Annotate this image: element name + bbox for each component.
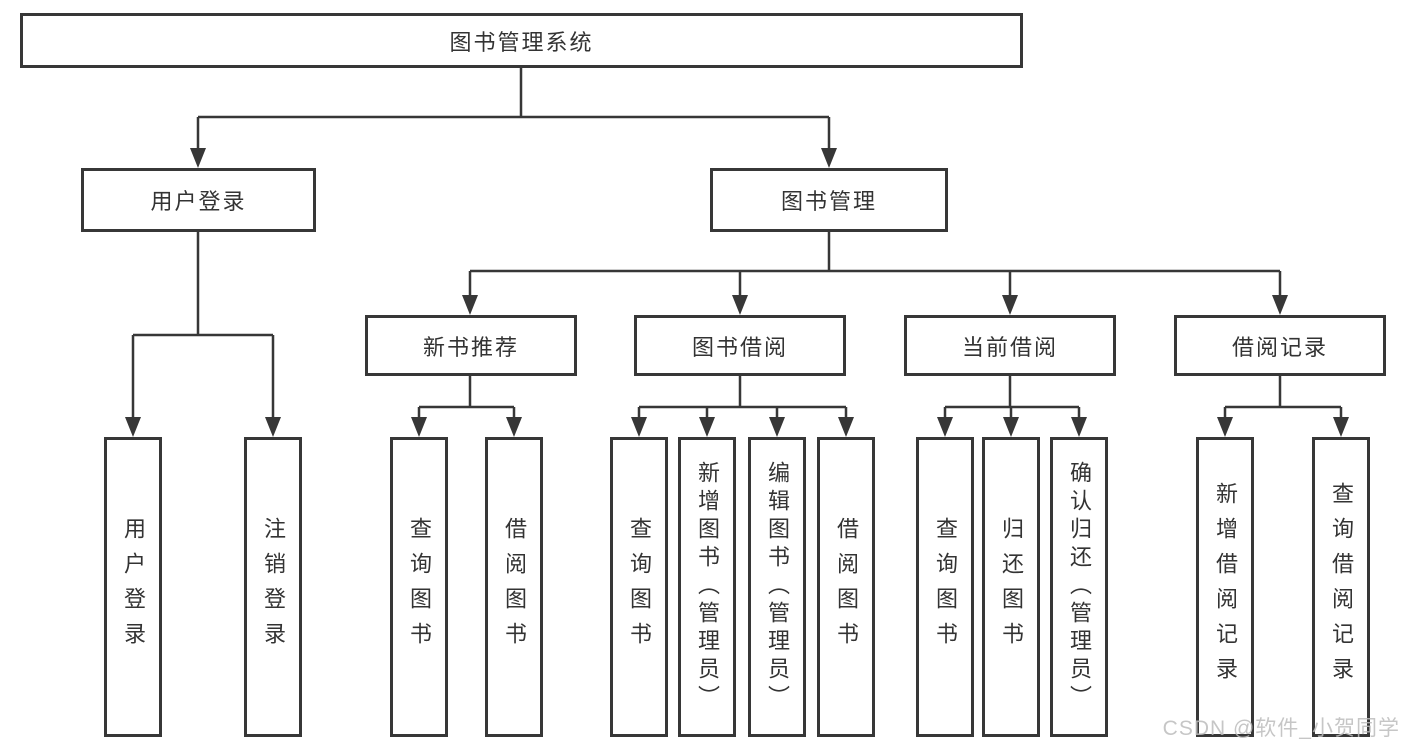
- node-label: 查询图书: [407, 517, 432, 657]
- node-query-books-recommend: 查询图书: [390, 437, 448, 737]
- node-query-books-current: 查询图书: [916, 437, 974, 737]
- node-query-books-borrowing: 查询图书: [610, 437, 668, 737]
- node-book-borrowing: 图书借阅: [634, 315, 846, 376]
- node-label: 用户登录: [121, 517, 146, 657]
- node-label: 确认归还（管理员）: [1067, 461, 1092, 713]
- node-label: 图书借阅: [691, 334, 788, 360]
- node-label: 查询图书: [627, 517, 652, 657]
- node-edit-books-admin: 编辑图书（管理员）: [748, 437, 806, 737]
- node-confirm-return-admin: 确认归还（管理员）: [1050, 437, 1108, 737]
- node-label: 编辑图书（管理员）: [765, 461, 790, 713]
- node-label: 借阅图书: [502, 517, 527, 657]
- node-borrowing-records: 借阅记录: [1174, 315, 1386, 376]
- node-label: 图书管理: [780, 189, 877, 214]
- node-return-books: 归还图书: [982, 437, 1040, 737]
- node-label: 借阅图书: [834, 517, 859, 657]
- node-label: 新增图书（管理员）: [695, 461, 720, 713]
- node-label: 当前借阅: [961, 334, 1058, 360]
- node-label: 用户登录: [150, 189, 247, 214]
- node-borrow-books-borrowing: 借阅图书: [817, 437, 875, 737]
- node-logout-leaf: 注销登录: [244, 437, 302, 737]
- node-label: 图书管理系统: [449, 29, 594, 55]
- node-label: 新增借阅记录: [1213, 482, 1238, 692]
- node-query-borrow-record: 查询借阅记录: [1312, 437, 1370, 737]
- node-add-borrow-record: 新增借阅记录: [1196, 437, 1254, 737]
- node-label: 注销登录: [261, 517, 286, 657]
- node-user-login-leaf: 用户登录: [104, 437, 162, 737]
- node-borrow-books-recommend: 借阅图书: [485, 437, 543, 737]
- csdn-watermark: CSDN @软件_小贺同学: [1162, 717, 1400, 740]
- node-current-borrowing: 当前借阅: [904, 315, 1116, 376]
- node-new-book-recommendation: 新书推荐: [365, 315, 577, 376]
- node-library-management-system: 图书管理系统: [20, 13, 1023, 68]
- node-user-login: 用户登录: [81, 168, 316, 232]
- node-add-books-admin: 新增图书（管理员）: [678, 437, 736, 737]
- node-label: 新书推荐: [422, 334, 519, 360]
- node-label: 查询图书: [933, 517, 958, 657]
- node-book-management: 图书管理: [710, 168, 948, 232]
- node-label: 归还图书: [999, 517, 1024, 657]
- node-label: 查询借阅记录: [1329, 482, 1354, 692]
- node-label: 借阅记录: [1231, 334, 1328, 360]
